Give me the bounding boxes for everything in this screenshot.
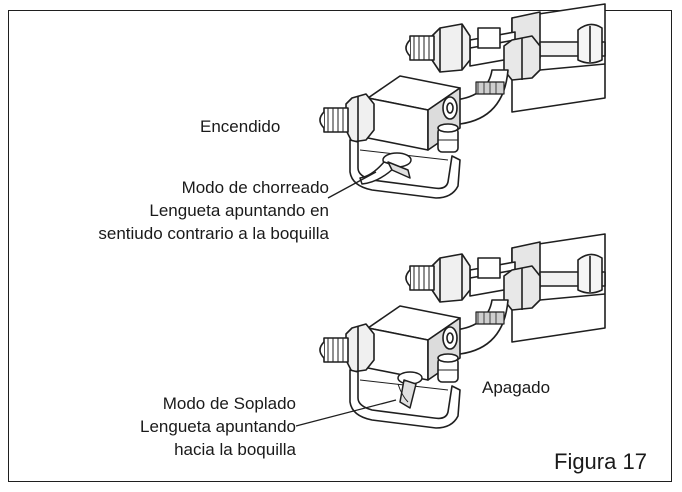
mode-label-blow: Modo de Soplado Lengueta apuntando hacia… bbox=[140, 392, 296, 461]
mode-label-blow-line-3: hacia la boquilla bbox=[174, 440, 296, 459]
mode-label-blast: Modo de chorreado Lengueta apuntando en … bbox=[98, 176, 329, 245]
leader-line-bottom bbox=[295, 399, 397, 427]
leader-line-top bbox=[327, 171, 377, 199]
figure-number: Figura 17 bbox=[554, 449, 647, 474]
mode-label-blast-line-1: Modo de chorreado bbox=[181, 178, 329, 197]
mode-label-blast-line-2: Lengueta apuntando en bbox=[149, 201, 329, 220]
valve-assembly-on bbox=[319, 3, 606, 199]
mode-label-blow-line-1: Modo de Soplado bbox=[162, 394, 296, 413]
state-label-off: Apagado bbox=[482, 378, 551, 397]
state-label-on: Encendido bbox=[200, 117, 281, 136]
tab-lever-blow-mode bbox=[397, 371, 423, 409]
mode-label-blast-line-3: sentiudo contrario a la boquilla bbox=[98, 224, 329, 243]
mode-label-blow-line-2: Lengueta apuntando bbox=[140, 417, 296, 436]
valve-assembly-off bbox=[295, 233, 606, 429]
tab-lever-blast-mode bbox=[359, 152, 412, 185]
